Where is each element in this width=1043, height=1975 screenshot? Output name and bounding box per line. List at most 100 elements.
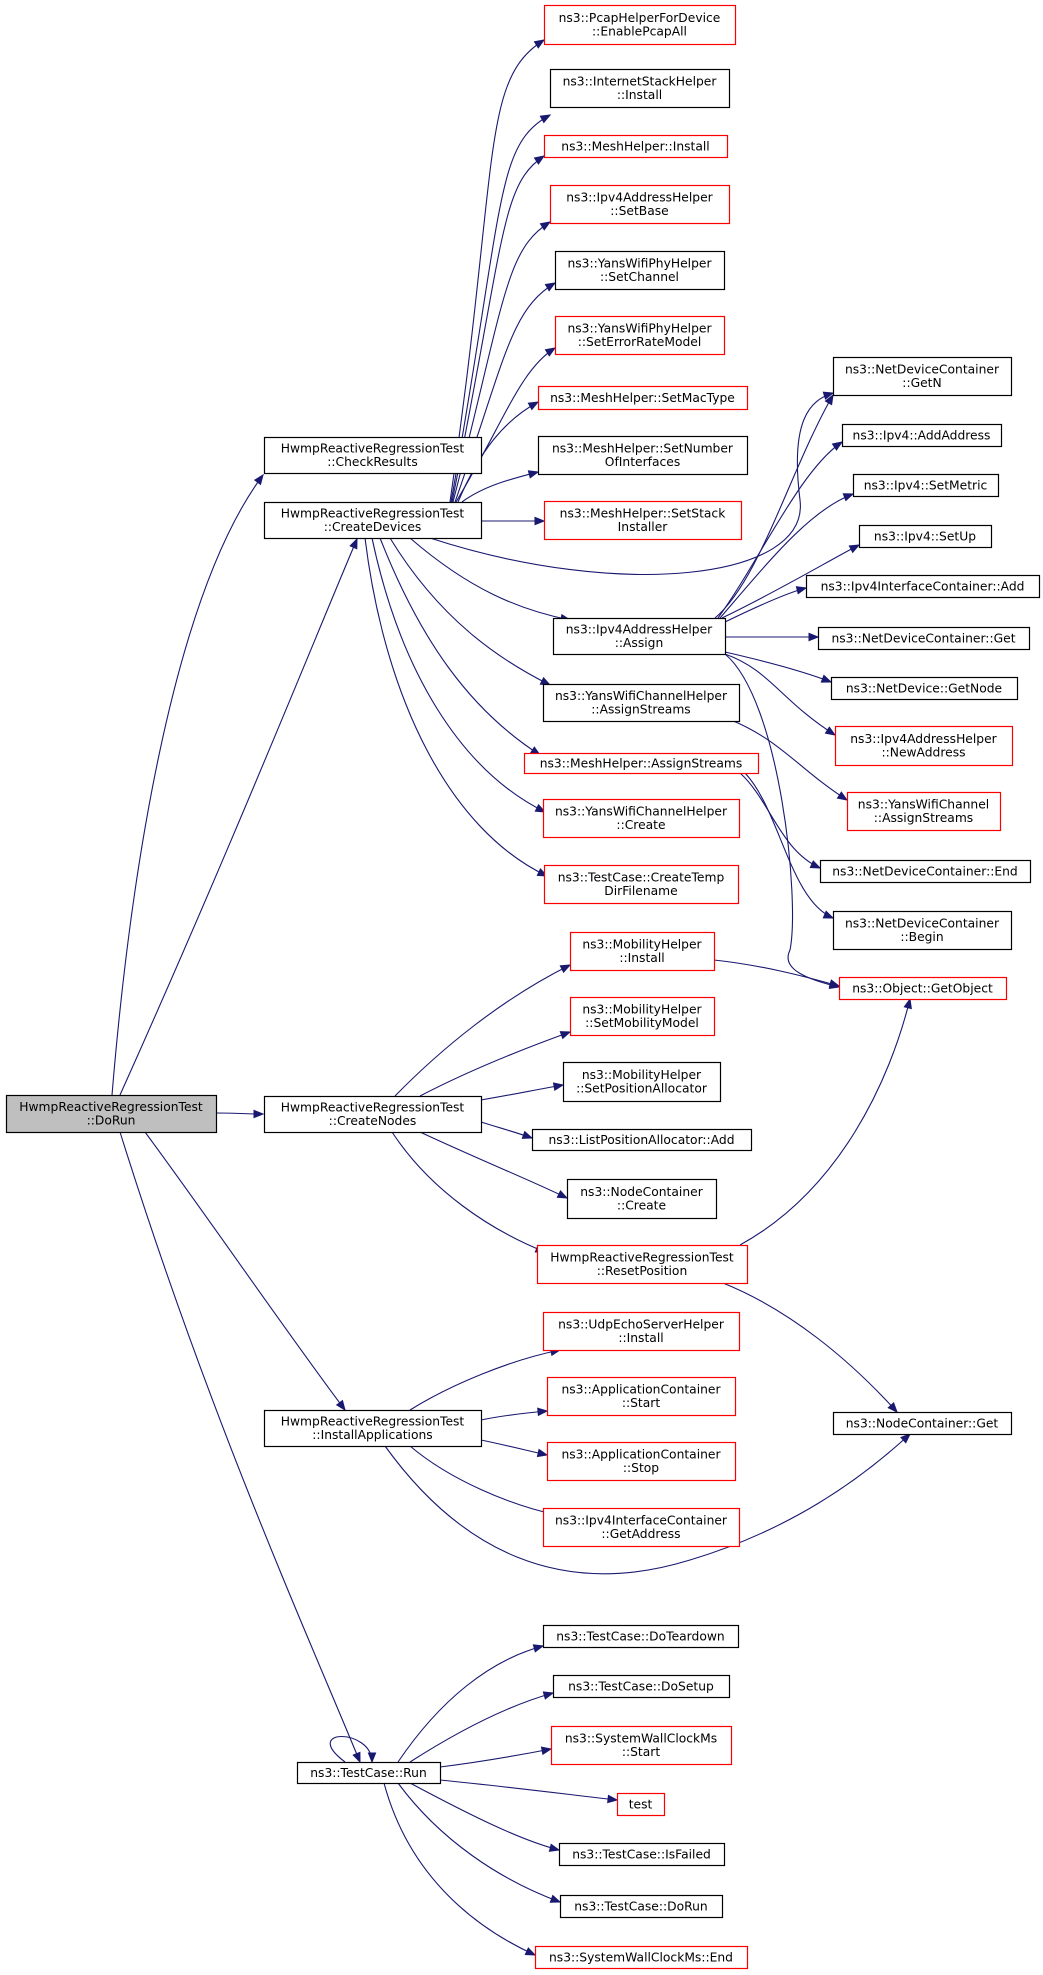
node-ipv4icGetAddr[interactable]: ns3::Ipv4InterfaceContainer::GetAddress [542, 1507, 741, 1548]
node-box [543, 134, 729, 159]
edge-resetPos-to-objGetObject [739, 998, 911, 1246]
node-udpInstall[interactable]: ns3::UdpEchoServerHelper::Install [542, 1311, 741, 1352]
node-yansSetChannel[interactable]: ns3::YansWifiPhyHelper::SetChannel [554, 250, 726, 291]
node-tcDoRun[interactable]: ns3::TestCase::DoRun [559, 1894, 724, 1919]
node-doRun[interactable]: HwmpReactiveRegressionTest::DoRun [5, 1094, 218, 1134]
edge-run-to-test [439, 1779, 618, 1801]
node-label-line: ns3::YansWifiPhyHelper [567, 322, 712, 336]
node-box [543, 4, 737, 46]
node-installApps[interactable]: HwmpReactiveRegressionTest::InstallAppli… [263, 1409, 483, 1448]
node-label-line: ns3::SystemWallClockMs::End [549, 1950, 733, 1964]
node-ipv4AddAddr[interactable]: ns3::Ipv4::AddAddress [841, 423, 1003, 448]
node-label-line: ::Start [622, 1396, 661, 1410]
node-isFailed[interactable]: ns3::TestCase::IsFailed [558, 1842, 726, 1867]
node-box [537, 385, 749, 411]
edge-createDevices-to-meshInstall [451, 155, 545, 503]
node-yansChannelAssign[interactable]: ns3::YansWifiChannel::AssignStreams [846, 791, 1002, 832]
node-test[interactable]: test [616, 1792, 666, 1817]
node-appStop[interactable]: ns3::ApplicationContainer::Stop [546, 1441, 737, 1482]
node-swcEnd[interactable]: ns3::SystemWallClockMs::End [534, 1945, 749, 1970]
node-box [832, 910, 1013, 951]
node-createNodes[interactable]: HwmpReactiveRegressionTest::CreateNodes [263, 1095, 483, 1134]
edge-arrowhead [521, 1130, 534, 1139]
node-doSetup[interactable]: ns3::TestCase::DoSetup [552, 1674, 731, 1699]
node-label-line: ns3::InternetStackHelper [563, 75, 718, 89]
node-ndcBegin[interactable]: ns3::NetDeviceContainer::Begin [832, 910, 1013, 951]
node-label-line: ns3::Ipv4AddressHelper [850, 732, 997, 746]
edge-createNodes-to-mobInstall [394, 964, 571, 1097]
node-label-line: ns3::SystemWallClockMs [565, 1732, 717, 1746]
node-label-line: ns3::YansWifiChannelHelper [555, 805, 728, 819]
node-mobSetModel[interactable]: ns3::MobilityHelper::SetMobilityModel [569, 996, 716, 1037]
node-ncGet[interactable]: ns3::NodeContainer::Get [832, 1411, 1013, 1436]
edge-createDevices-to-ndcGetN [429, 392, 834, 575]
edge-arrowhead [533, 39, 546, 49]
node-doTeardown[interactable]: ns3::TestCase::DoTeardown [542, 1624, 740, 1649]
node-ndcGet[interactable]: ns3::NetDeviceContainer::Get [817, 626, 1031, 651]
node-meshSetMac[interactable]: ns3::MeshHelper::SetMacType [537, 385, 749, 411]
node-label-line: ns3::MeshHelper::Install [561, 139, 709, 153]
node-box [543, 864, 740, 905]
edge-arrowhead [533, 155, 546, 165]
edge-arrowhead [842, 493, 855, 502]
node-label-line: ns3::MobilityHelper [582, 938, 702, 952]
node-mobInstall[interactable]: ns3::MobilityHelper::Install [569, 931, 716, 972]
node-label-line: ns3::TestCase::DoSetup [568, 1679, 714, 1693]
node-ncCreate[interactable]: ns3::NodeContainer::Create [566, 1178, 718, 1220]
node-label-line: ::Stop [623, 1461, 659, 1475]
node-ndGetNode[interactable]: ns3::NetDevice::GetNode [830, 676, 1019, 701]
node-label-line: ns3::MeshHelper::SetStack [560, 507, 727, 521]
node-label-line: ns3::Ipv4::AddAddress [853, 428, 991, 442]
edge-run-to-doTeardown [397, 1645, 544, 1763]
node-objGetObject[interactable]: ns3::Object::GetObject [838, 976, 1008, 1001]
node-label-line: ns3::UdpEchoServerHelper [558, 1318, 725, 1332]
node-box [546, 1376, 737, 1417]
node-ndcGetN[interactable]: ns3::NetDeviceContainer::GetN [832, 356, 1013, 397]
node-checkResults[interactable]: HwmpReactiveRegressionTest::CheckResults [263, 436, 483, 475]
node-box [296, 1761, 442, 1785]
node-ndcEnd[interactable]: ns3::NetDeviceContainer::End [819, 859, 1032, 884]
edge-doRun-to-installApps [144, 1131, 346, 1411]
node-meshInstall[interactable]: ns3::MeshHelper::Install [543, 134, 729, 159]
node-label-line: ns3::MeshHelper::SetNumber [552, 442, 734, 456]
node-label-line: ns3::MobilityHelper [582, 1003, 702, 1017]
node-yansChanAssign[interactable]: ns3::YansWifiChannelHelper::AssignStream… [542, 683, 741, 723]
node-pcap[interactable]: ns3::PcapHelperForDevice::EnablePcapAll [543, 4, 737, 46]
node-label-line: HwmpReactiveRegressionTest [281, 507, 465, 521]
node-createDevices[interactable]: HwmpReactiveRegressionTest::CreateDevice… [263, 501, 483, 540]
node-appStart[interactable]: ns3::ApplicationContainer::Start [546, 1376, 737, 1417]
node-label-line: ::Begin [900, 930, 943, 944]
node-yansChanCreate[interactable]: ns3::YansWifiChannelHelper::Create [542, 798, 741, 839]
node-label-line: Installer [618, 520, 669, 534]
edge-arrowhead [534, 516, 546, 526]
node-ipv4SetUp[interactable]: ns3::Ipv4::SetUp [858, 524, 993, 549]
node-label-line: ns3::Object::GetObject [852, 981, 993, 995]
node-label-line: ::AssignStreams [591, 703, 690, 717]
node-mobSetPos[interactable]: ns3::MobilityHelper::SetPositionAllocato… [562, 1061, 722, 1103]
node-ipv4SetMetric[interactable]: ns3::Ipv4::SetMetric [852, 473, 1000, 498]
node-box [536, 1244, 749, 1285]
edge-arrowhead [335, 1399, 346, 1412]
node-inetInstall[interactable]: ns3::InternetStackHelper::Install [549, 68, 731, 109]
node-lpaAdd[interactable]: ns3::ListPositionAllocator::Add [531, 1128, 753, 1152]
node-swcStart[interactable]: ns3::SystemWallClockMs::Start [550, 1725, 733, 1766]
edge-ipv4Assign-to-ipv4AddAddr [717, 441, 843, 619]
node-ipv4SetBase[interactable]: ns3::Ipv4AddressHelper::SetBase [549, 184, 731, 225]
node-label-line: HwmpReactiveRegressionTest [19, 1100, 203, 1114]
node-ipv4NewAddr[interactable]: ns3::Ipv4AddressHelper::NewAddress [834, 725, 1014, 767]
node-meshAssign[interactable]: ns3::MeshHelper::AssignStreams [523, 752, 760, 775]
node-box [550, 1725, 733, 1766]
edge-arrowhead [822, 910, 835, 919]
node-label-line: ns3::Ipv4::SetMetric [864, 478, 988, 492]
edge-createDevices-to-meshAssign [379, 537, 541, 756]
node-ipv4Assign[interactable]: ns3::Ipv4AddressHelper::Assign [552, 617, 727, 656]
node-yansSetErr[interactable]: ns3::YansWifiPhyHelper::SetErrorRateMode… [554, 315, 726, 356]
node-box [832, 1411, 1013, 1436]
node-resetPos[interactable]: HwmpReactiveRegressionTest::ResetPositio… [536, 1244, 749, 1285]
edge-arrowhead [544, 347, 557, 357]
node-ipv4icAdd[interactable]: ns3::Ipv4InterfaceContainer::Add [805, 574, 1041, 599]
node-run[interactable]: ns3::TestCase::Run [296, 1761, 442, 1785]
